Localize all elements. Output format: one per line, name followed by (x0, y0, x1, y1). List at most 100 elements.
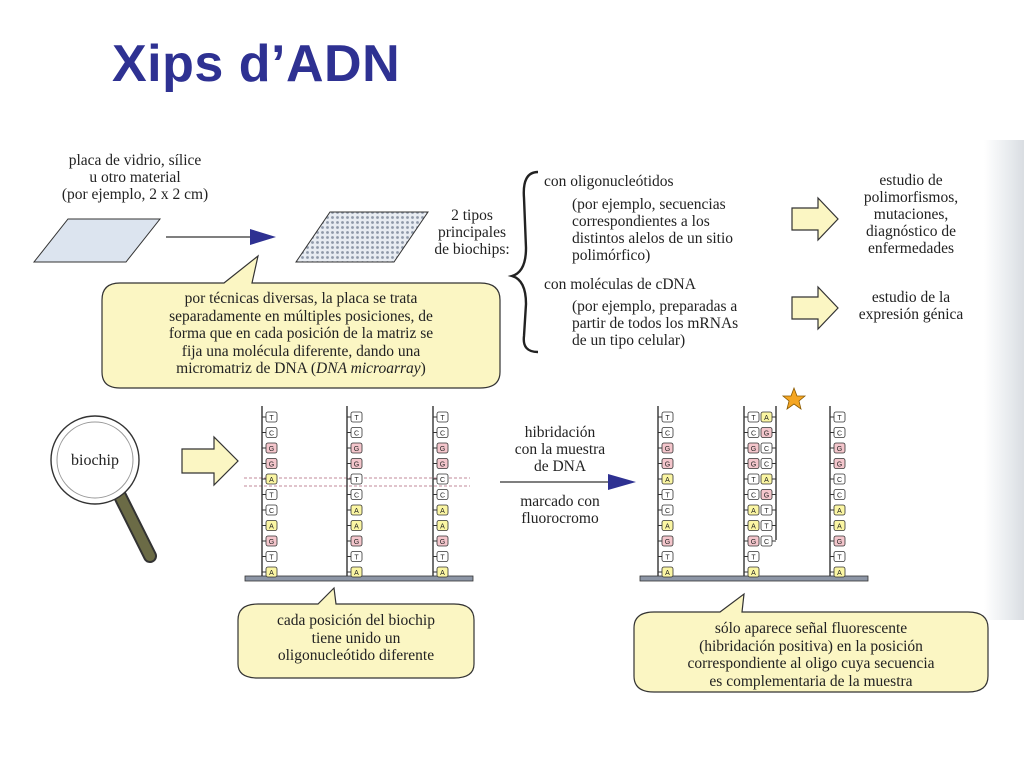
nucleotide-label: T (269, 415, 274, 422)
sample-nucleotide-label: T (764, 508, 769, 515)
nucleotide-label: C (269, 508, 274, 515)
hybrid-top-line: de DNA (533, 458, 587, 475)
oligo-heading: con oligonucleótidos (544, 173, 674, 190)
nucleotide-label: C (269, 431, 274, 438)
oligo-use-line: polimorfismos, (863, 189, 959, 206)
nucleotide-label: T (665, 555, 670, 562)
nucleotide-G (350, 458, 363, 469)
nucleotide-label: C (440, 477, 445, 484)
hybrid-bottom-label: marcado con fluorocromo (498, 493, 622, 527)
bubble-right-text: sólo aparece señal fluorescente (hibrida… (636, 620, 986, 690)
cdna-detail-line: de un tipo celular) (572, 332, 686, 349)
nucleotide-T (436, 411, 449, 423)
nucleotide-label: G (751, 446, 756, 453)
cdna-uses: estudio de la expresión génica (836, 289, 986, 323)
slide-title: Xips d’ADN (112, 35, 401, 93)
nucleotide-G (747, 458, 760, 469)
nucleotide-T (436, 551, 449, 562)
nucleotide-T (265, 489, 278, 500)
nucleotide-C (350, 489, 363, 500)
nucleotide-A (436, 520, 449, 531)
nucleotide-label: C (440, 431, 445, 438)
bubble-left-line: cada posición del biochip (277, 612, 435, 629)
nucleotide-G (265, 458, 278, 469)
magnifier-lens-inner (56, 421, 134, 499)
fluorescence-star-icon (781, 386, 807, 410)
hybrid-top-line: con la muestra (514, 441, 606, 458)
nucleotide-A (833, 520, 846, 531)
nucleotide-label: C (665, 508, 670, 515)
sample-nucleotide-label: C (764, 462, 769, 469)
nucleotide-T (833, 551, 846, 562)
bubble-top-suffix: ) (420, 360, 426, 377)
nucleotide-C (436, 473, 449, 485)
nucleotide-label: A (440, 570, 445, 577)
bubble-top-italic: DNA microarray (316, 360, 421, 377)
nucleotide-A (661, 473, 674, 485)
sample-nucleotide-label: A (764, 415, 769, 422)
magnifier-lens-icon (50, 415, 140, 505)
nucleotide-label: A (440, 524, 445, 531)
nucleotide-label: G (665, 539, 670, 546)
hybrid-top-label: hibridación con la muestra de DNA (498, 424, 622, 475)
nucleotide-G (661, 458, 674, 469)
nucleotide-T (661, 411, 674, 423)
oligo-detail-line: distintos alelos de un sitio (572, 230, 734, 247)
nucleotide-G (833, 458, 846, 469)
nucleotide-label: A (354, 508, 359, 515)
nucleotide-G (350, 535, 363, 547)
nucleotide-label: C (354, 431, 359, 438)
sample-nucleotide-label: G (764, 431, 769, 438)
nucleotide-A (350, 566, 363, 578)
nucleotide-T (661, 551, 674, 562)
arrow-to-expression (791, 285, 839, 331)
nucleotide-C (350, 427, 363, 438)
nucleotide-label: G (269, 446, 274, 453)
sample-nucleotide-label: G (764, 493, 769, 500)
bubble-right-line: es complementaria de la muestra (709, 672, 913, 690)
nucleotide-label: G (837, 462, 842, 469)
nucleotide-label: G (354, 462, 359, 469)
glass-plate (32, 218, 162, 263)
nucleotide-G (833, 442, 846, 454)
nucleotide-label: T (354, 415, 359, 422)
nucleotide-A (833, 504, 846, 516)
strands-right: TCGGATCAGTATCGGTCAAGTAAGCCAGTTCTCGGCCAAG… (657, 406, 846, 578)
glass-caption-line: u otro material (89, 169, 181, 186)
nucleotide-label: G (440, 446, 445, 453)
bubble-top-line: forma que en cada posición de la matriz … (168, 325, 434, 342)
nucleotide-T (747, 473, 760, 485)
nucleotide-C (833, 473, 846, 485)
nucleotide-A (747, 504, 760, 516)
bubble-top-shape (101, 254, 501, 389)
oligo-detail-line: correspondientes a los (572, 213, 710, 230)
nucleotide-T (265, 411, 278, 423)
nucleotide-label: C (751, 431, 756, 438)
magnifier-label: biochip (71, 452, 119, 469)
bubble-top-text: por técnicas diversas, la placa se trata… (104, 290, 498, 378)
nucleotide-label: A (440, 508, 445, 515)
nucleotide-label: G (665, 446, 670, 453)
nucleotide-label: T (837, 555, 842, 562)
hybrid-bottom-line: marcado con (520, 493, 600, 510)
arrow-to-strands (181, 435, 239, 487)
nucleotide-label: G (440, 539, 445, 546)
nucleotide-label: T (354, 477, 359, 484)
nucleotide-C (661, 504, 674, 516)
nucleotide-A (265, 520, 278, 531)
nucleotide-A (436, 566, 449, 578)
sample-nucleotide-label: C (764, 446, 769, 453)
nucleotide-label: G (440, 462, 445, 469)
nucleotide-label: T (269, 555, 274, 562)
nucleotide-G (436, 442, 449, 454)
nucleotide-label: A (751, 508, 756, 515)
hybrid-top-line: hibridación (524, 424, 596, 441)
nucleotide-C (436, 427, 449, 438)
oligo-use-line: diagnóstico de (866, 223, 956, 240)
nucleotide-label: C (837, 477, 842, 484)
nucleotide-A (747, 520, 760, 531)
nucleotide-label: A (354, 570, 359, 577)
nucleotide-label: A (354, 524, 359, 531)
